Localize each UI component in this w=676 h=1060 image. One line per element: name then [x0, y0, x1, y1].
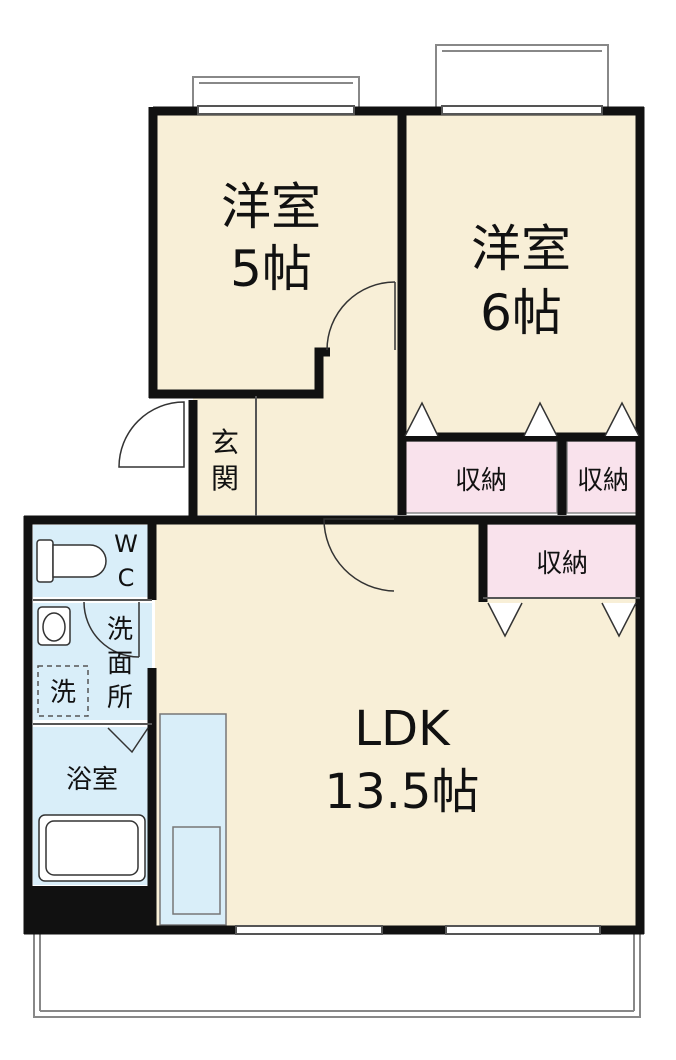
- toilet-fixture: [36, 539, 107, 583]
- hallway-floor: [193, 355, 402, 515]
- sink: [172, 826, 221, 915]
- storage-3-label: 収納: [536, 549, 588, 579]
- ldk-name: LDK: [354, 701, 451, 757]
- dark-block: [28, 886, 155, 932]
- room-western-6-floor: [402, 111, 640, 435]
- kitchen-counter: [159, 713, 227, 926]
- partitions: [33, 396, 640, 725]
- western-6-size: 6帖: [480, 284, 562, 342]
- entrance-label-1: 玄: [211, 426, 239, 459]
- storage-1-fill: [404, 440, 558, 514]
- ldk-size: 13.5帖: [325, 764, 480, 820]
- washer-space: [37, 665, 89, 717]
- western-6-name: 洋室: [471, 220, 571, 278]
- washbasin-fixture: [37, 606, 71, 646]
- washroom-label-3: 所: [107, 683, 133, 713]
- western-5-size: 5帖: [230, 240, 312, 298]
- storage-2-fill: [566, 440, 640, 514]
- storage-1-label: 収納: [455, 466, 507, 496]
- storage-door-marks: [404, 401, 640, 638]
- doors: [83, 281, 396, 754]
- windows: [197, 105, 603, 935]
- washer-label: 洗: [50, 678, 76, 708]
- washroom-label-1: 洗: [107, 615, 133, 645]
- western-5-name: 洋室: [221, 178, 321, 236]
- entrance-label-2: 関: [211, 462, 239, 495]
- storage-2-label: 収納: [577, 466, 629, 496]
- room-western-5-floor: [153, 111, 402, 394]
- toilet-label-w: W: [114, 530, 138, 558]
- toilet-label-c: C: [118, 564, 135, 592]
- walls: [23, 106, 645, 935]
- washroom-label-2: 面: [107, 649, 133, 679]
- bath-label: 浴室: [66, 765, 118, 795]
- bathtub-fixture: [38, 814, 146, 882]
- balcony-bottom: [33, 932, 641, 1018]
- balcony-top-right: [435, 44, 609, 112]
